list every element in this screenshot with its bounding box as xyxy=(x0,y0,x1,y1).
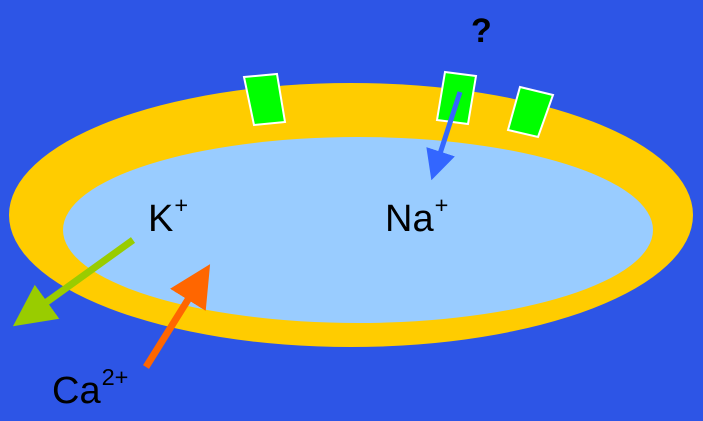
calcium-ion-label: Ca2+ xyxy=(52,372,128,410)
question-mark-label: ? xyxy=(471,14,492,48)
calcium-symbol: Ca xyxy=(52,370,101,412)
potassium-ion-label: K+ xyxy=(148,200,188,238)
potassium-symbol: K xyxy=(148,198,173,240)
sodium-symbol: Na xyxy=(385,198,434,240)
sodium-charge: + xyxy=(435,192,449,218)
potassium-charge: + xyxy=(174,192,188,218)
calcium-charge: 2+ xyxy=(102,364,129,390)
sodium-ion-label: Na+ xyxy=(385,200,448,238)
